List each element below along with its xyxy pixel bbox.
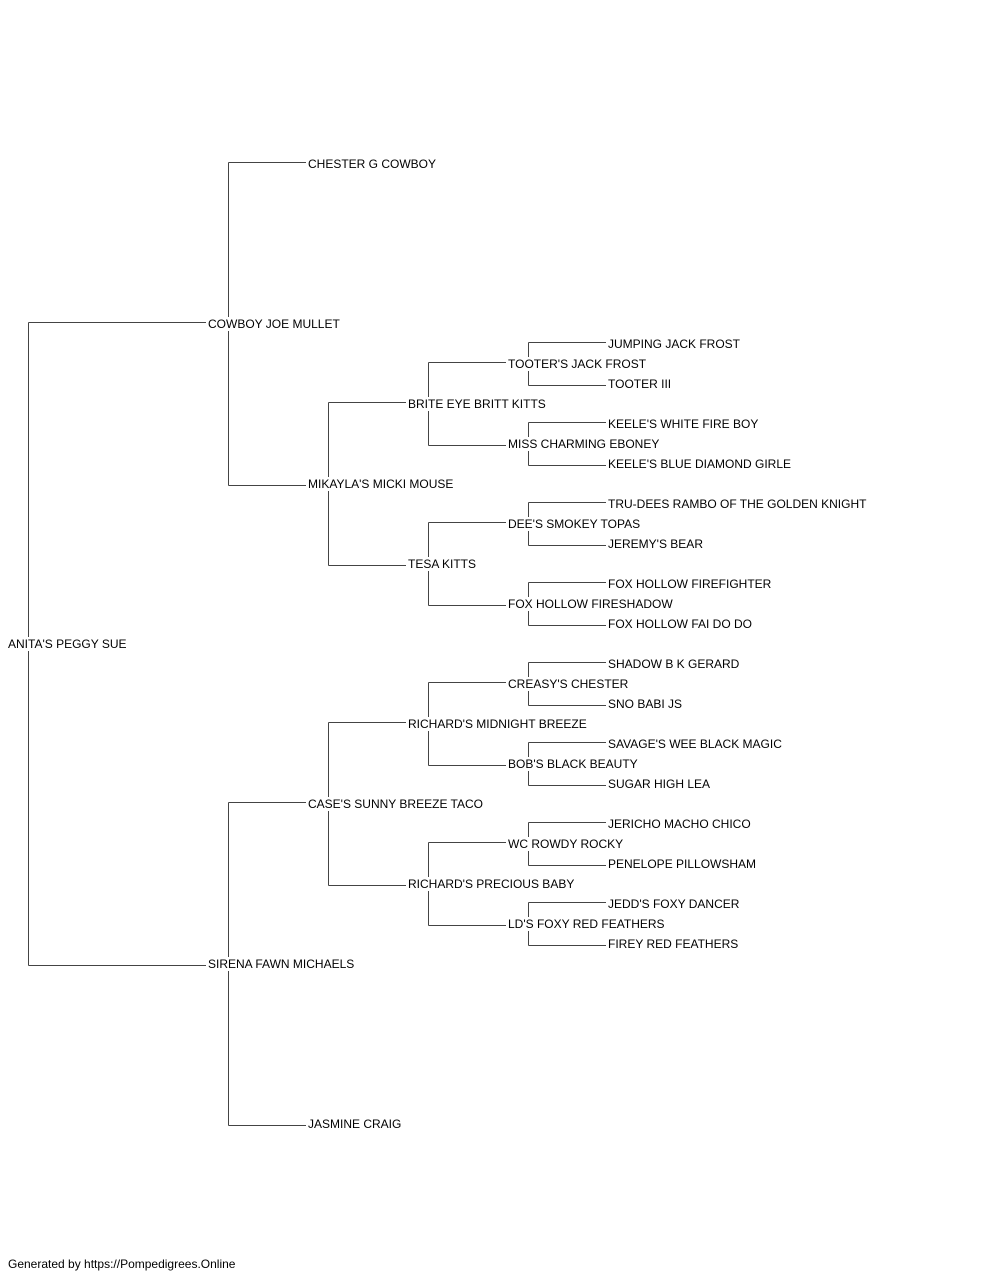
dam-sire-sire-name: RICHARD'S MIDNIGHT BREEZE xyxy=(408,717,589,731)
gen5-name: DEE'S SMOKEY TOPAS xyxy=(508,517,643,531)
subject-name: ANITA'S PEGGY SUE xyxy=(8,637,129,651)
gen6-name: JEDD'S FOXY DANCER xyxy=(608,897,742,911)
gen6-name: SHADOW B K GERARD xyxy=(608,657,742,671)
gen5-name: TOOTER'S JACK FROST xyxy=(508,357,649,371)
gen6-name: TOOTER III xyxy=(608,377,674,391)
generated-by-footer: Generated by https://Pompedigrees.Online xyxy=(8,1257,236,1271)
gen5-name: LD'S FOXY RED FEATHERS xyxy=(508,917,667,931)
dam-name: SIRENA FAWN MICHAELS xyxy=(208,957,357,971)
gen6-name: JERICHO MACHO CHICO xyxy=(608,817,753,831)
gen6-name: KEELE'S WHITE FIRE BOY xyxy=(608,417,761,431)
sire-name: COWBOY JOE MULLET xyxy=(208,317,342,331)
sire-dam-sire-name: BRITE EYE BRITT KITTS xyxy=(408,397,548,411)
sire-dam-name: MIKAYLA'S MICKI MOUSE xyxy=(308,477,456,491)
gen5-name: FOX HOLLOW FIRESHADOW xyxy=(508,597,675,611)
dam-sire-name: CASE'S SUNNY BREEZE TACO xyxy=(308,797,486,811)
gen6-name: SNO BABI JS xyxy=(608,697,685,711)
gen6-name: SAVAGE'S WEE BLACK MAGIC xyxy=(608,737,784,751)
gen5-name: WC ROWDY ROCKY xyxy=(508,837,626,851)
dam-dam-name: JASMINE CRAIG xyxy=(308,1117,404,1131)
gen6-name: FOX HOLLOW FAI DO DO xyxy=(608,617,755,631)
gen6-name: SUGAR HIGH LEA xyxy=(608,777,713,791)
sire-sire-name: CHESTER G COWBOY xyxy=(308,157,439,171)
gen6-name: JEREMY'S BEAR xyxy=(608,537,705,551)
gen6-name: KEELE'S BLUE DIAMOND GIRLE xyxy=(608,457,794,471)
gen6-name: JUMPING JACK FROST xyxy=(608,337,743,351)
gen5-name: CREASY'S CHESTER xyxy=(508,677,631,691)
gen6-name: PENELOPE PILLOWSHAM xyxy=(608,857,759,871)
gen5-name: MISS CHARMING EBONEY xyxy=(508,437,662,451)
gen6-name: FIREY RED FEATHERS xyxy=(608,937,741,951)
gen6-name: TRU-DEES RAMBO OF THE GOLDEN KNIGHT xyxy=(608,497,869,511)
dam-sire-dam-name: RICHARD'S PRECIOUS BABY xyxy=(408,877,577,891)
sire-dam-dam-name: TESA KITTS xyxy=(408,557,479,571)
gen6-name: FOX HOLLOW FIREFIGHTER xyxy=(608,577,774,591)
gen5-name: BOB'S BLACK BEAUTY xyxy=(508,757,640,771)
